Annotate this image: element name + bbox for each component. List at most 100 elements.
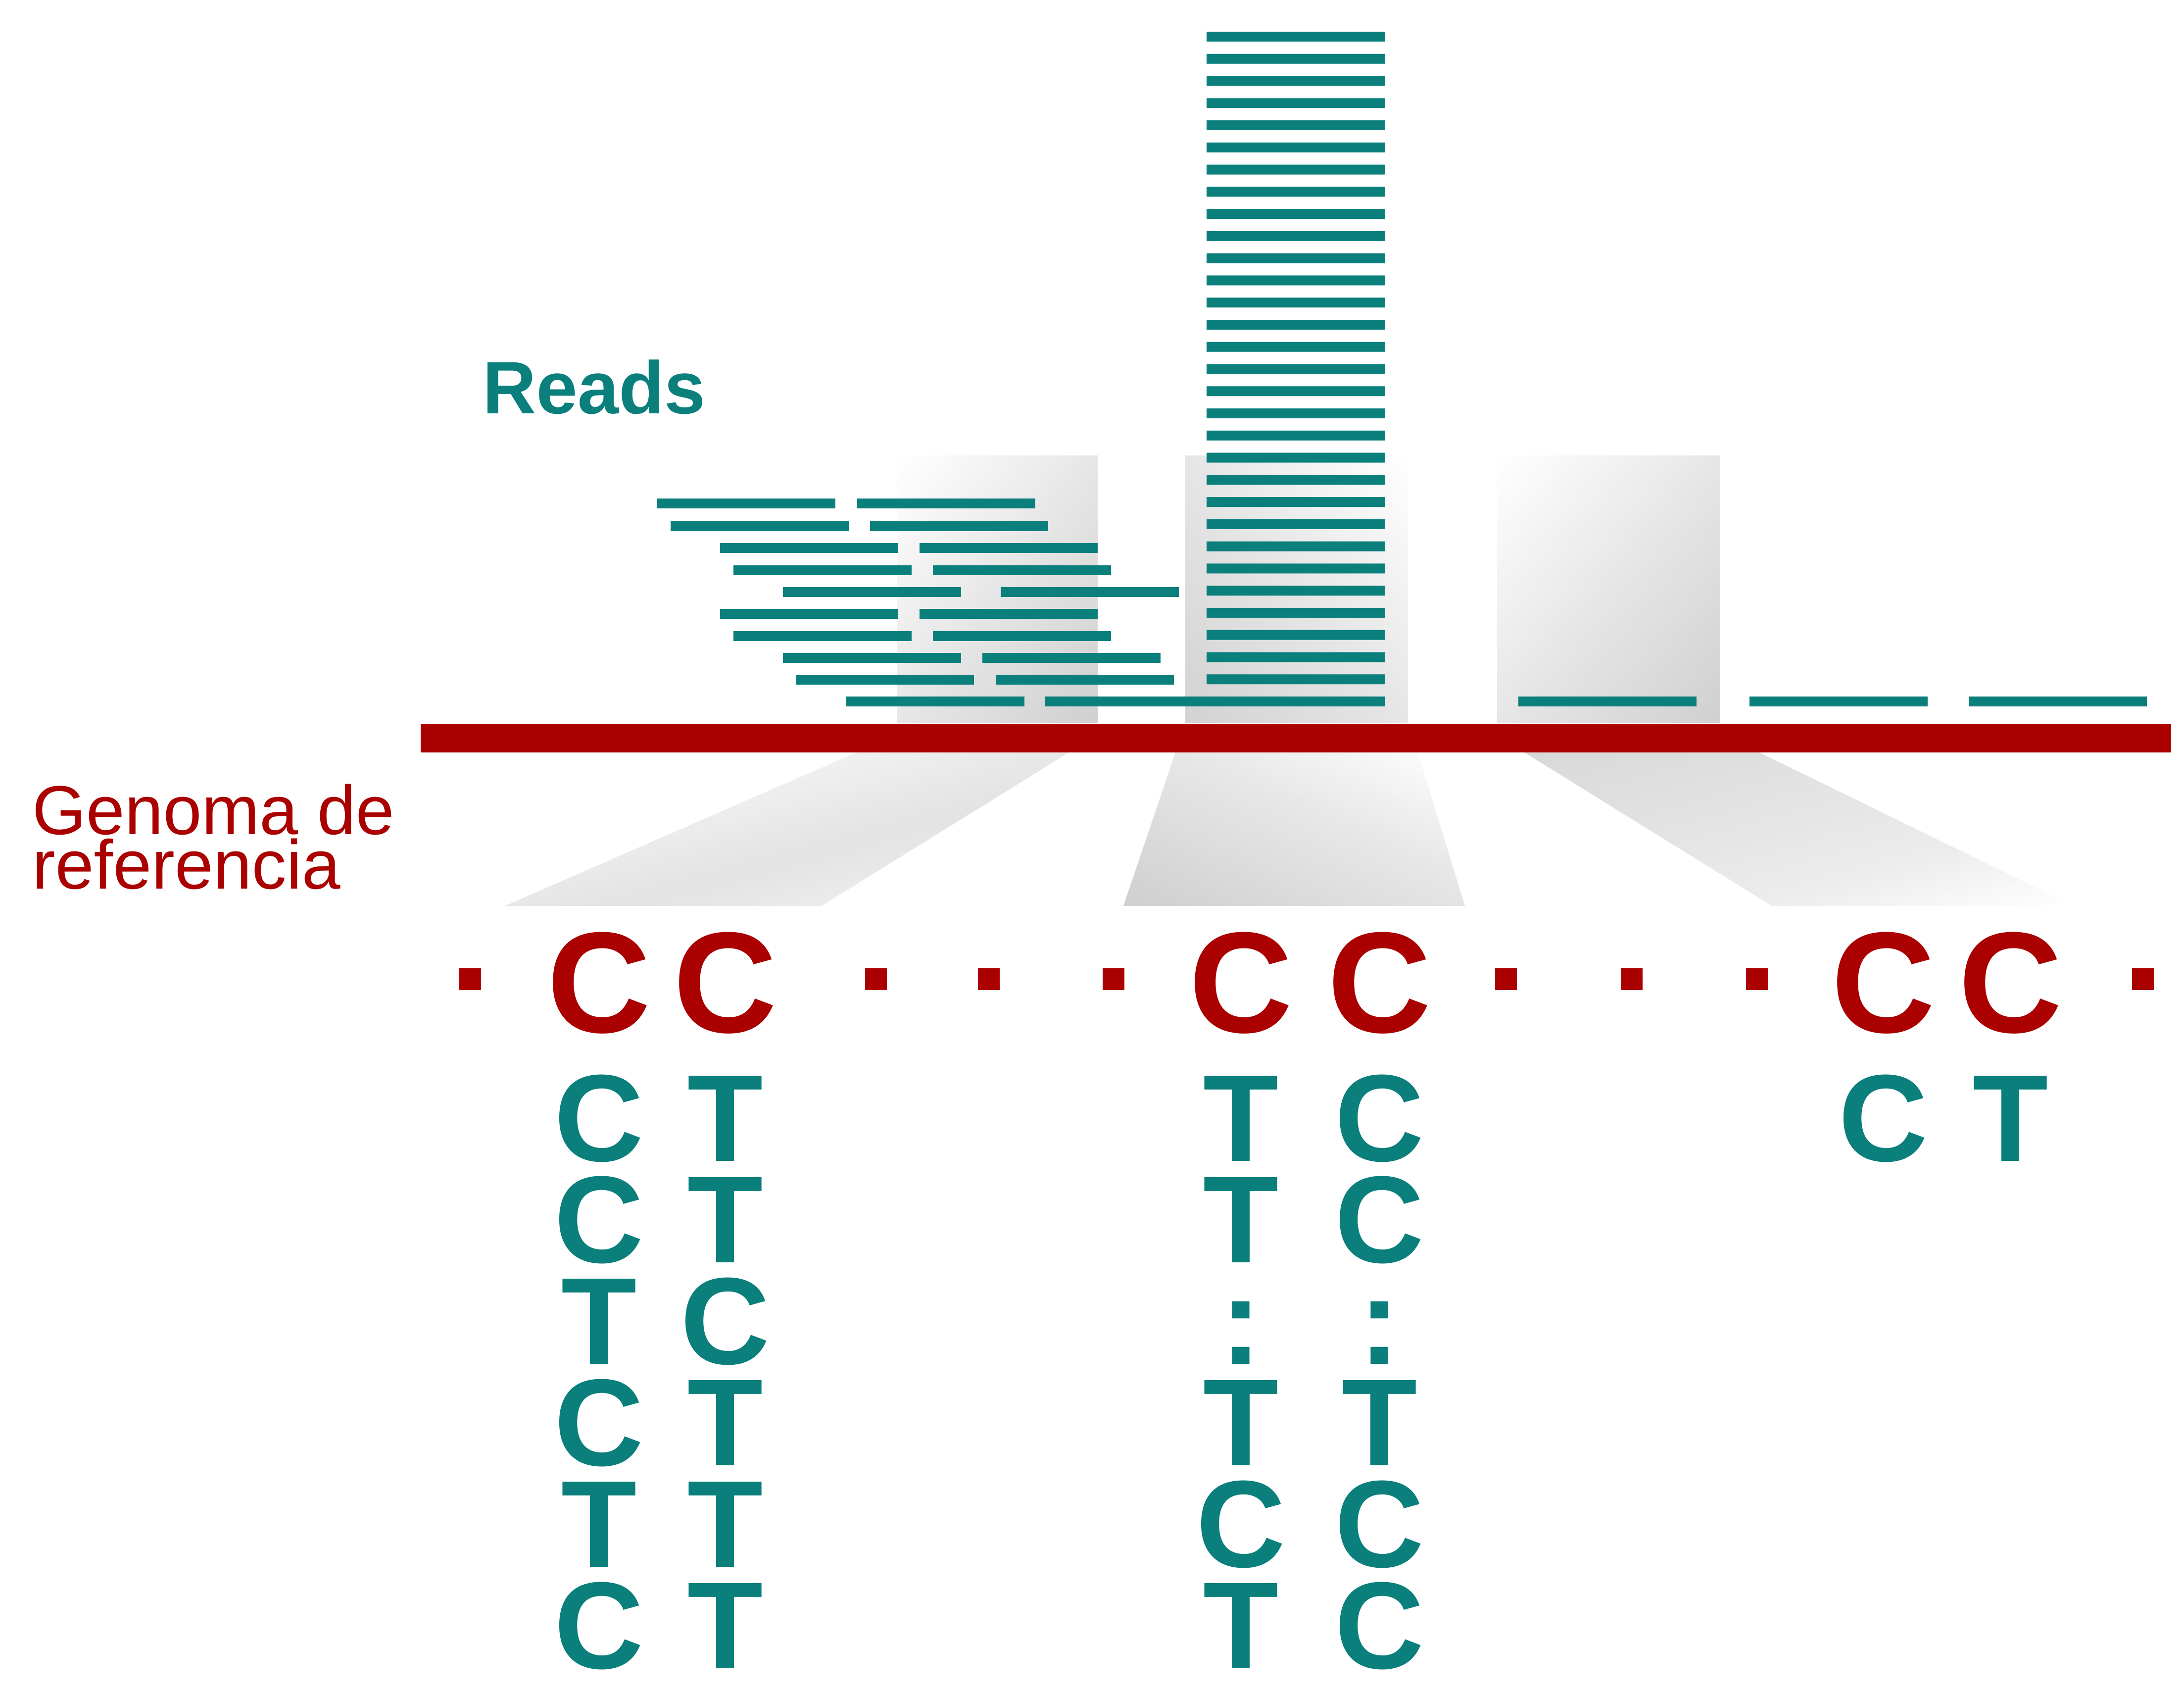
reference-dot-6	[1746, 968, 1768, 990]
read-base-site0-row4-col0: T	[561, 1455, 637, 1593]
reference-dot-0	[459, 968, 481, 990]
read-base-site1-row3-col0: T	[1203, 1353, 1279, 1492]
reference-base-site0-col1: C	[673, 902, 777, 1063]
highlight-column-right	[1497, 455, 1720, 723]
read-17	[996, 675, 1174, 685]
read-base-site0-row3-col0: C	[554, 1353, 644, 1492]
read-base-site0-row0-col0: C	[554, 1049, 644, 1187]
read-30	[1207, 253, 1385, 263]
read-48	[1207, 652, 1385, 662]
read-base-site2-row0-col1: T	[1973, 1049, 2048, 1187]
reference-dot-4	[1495, 968, 1517, 990]
read-26	[1207, 164, 1385, 175]
read-18	[846, 697, 1024, 706]
read-21	[1207, 53, 1385, 64]
read-9	[1001, 587, 1179, 597]
read-base-site1-row3-col1: T	[1342, 1353, 1417, 1492]
genome-label-line2: referencia	[32, 826, 340, 903]
reference-base-site1-col0: C	[1189, 902, 1292, 1063]
read-34	[1207, 342, 1385, 352]
read-8	[783, 587, 961, 597]
read-28	[1207, 209, 1385, 219]
projection-right	[1524, 752, 2074, 906]
read-16	[796, 675, 974, 685]
read-44	[1207, 563, 1385, 574]
read-base-site0-row5-col1: T	[687, 1556, 763, 1694]
reference-dot-2	[978, 968, 1000, 990]
read-47	[1207, 630, 1385, 640]
read-base-site0-row2-col1: C	[680, 1252, 770, 1390]
read-41	[1207, 497, 1385, 507]
reference-base-site2-col1: C	[1958, 902, 2062, 1063]
read-37	[1207, 408, 1385, 419]
genome-label-line1: Genoma de	[32, 771, 394, 849]
read-2	[671, 521, 849, 531]
read-base-site1-row5-col0: T	[1203, 1556, 1279, 1694]
read-base-site0-row1-col1: T	[687, 1150, 763, 1289]
read-49	[1207, 674, 1385, 685]
read-35	[1207, 364, 1385, 374]
reference-base-site2-col0: C	[1831, 902, 1935, 1063]
reference-genome-line	[421, 724, 2171, 752]
reads-layer	[657, 32, 2147, 706]
read-base-site1-row4-col0: C	[1196, 1455, 1286, 1593]
reference-dot-7	[2132, 968, 2154, 990]
read-base-site2-row0-col0: C	[1839, 1049, 1928, 1187]
read-32	[1207, 298, 1385, 308]
read-36	[1207, 386, 1385, 397]
read-1	[857, 498, 1035, 508]
read-46	[1207, 607, 1385, 618]
read-45	[1207, 586, 1385, 596]
read-base-site0-row4-col1: T	[687, 1455, 763, 1593]
read-base-site1-row0-col0: T	[1203, 1049, 1279, 1187]
read-3	[870, 521, 1048, 531]
read-14	[783, 653, 961, 663]
reference-dot-5	[1621, 968, 1643, 990]
read-22	[1207, 76, 1385, 86]
read-10	[720, 609, 898, 619]
read-base-site1-row1-col1: C	[1335, 1150, 1424, 1289]
read-base-site0-row5-col0: C	[554, 1556, 644, 1694]
read-13	[933, 631, 1111, 641]
read-base-site1-row5-col1: C	[1335, 1556, 1424, 1694]
read-25	[1207, 142, 1385, 152]
read-5	[920, 543, 1098, 553]
read-12	[733, 631, 912, 641]
read-base-site0-row2-col0: T	[561, 1252, 637, 1390]
reference-dots	[459, 968, 2154, 990]
read-base-site1-row2-col0: :	[1220, 1252, 1261, 1390]
read-base-site0-row1-col0: C	[554, 1150, 644, 1289]
read-0	[657, 498, 835, 508]
reference-dot-1	[865, 968, 887, 990]
read-39	[1207, 452, 1385, 463]
reads-label: Reads	[483, 346, 705, 429]
read-base-site1-row0-col1: C	[1335, 1049, 1424, 1187]
read-42	[1207, 519, 1385, 529]
reference-base-site0-col0: C	[547, 902, 650, 1063]
read-base-site1-row1-col0: T	[1203, 1150, 1279, 1289]
read-50	[1207, 697, 1385, 706]
read-6	[733, 565, 912, 575]
read-base-site0-row3-col1: T	[687, 1353, 763, 1492]
read-31	[1207, 275, 1385, 286]
reference-dot-3	[1103, 968, 1124, 990]
read-24	[1207, 120, 1385, 131]
read-52	[1518, 697, 1697, 706]
read-27	[1207, 187, 1385, 197]
read-29	[1207, 231, 1385, 241]
read-15	[982, 653, 1161, 663]
reference-base-site1-col1: C	[1327, 902, 1431, 1063]
read-53	[1749, 697, 1928, 706]
read-11	[920, 609, 1098, 619]
projection-middle	[1123, 752, 1465, 906]
read-19	[1045, 697, 1223, 706]
read-54	[1969, 697, 2147, 706]
read-43	[1207, 541, 1385, 551]
read-23	[1207, 98, 1385, 108]
read-base-site1-row4-col1: C	[1335, 1455, 1424, 1593]
read-base-site0-row0-col1: T	[687, 1049, 763, 1187]
read-base-site1-row2-col1: :	[1359, 1252, 1400, 1390]
